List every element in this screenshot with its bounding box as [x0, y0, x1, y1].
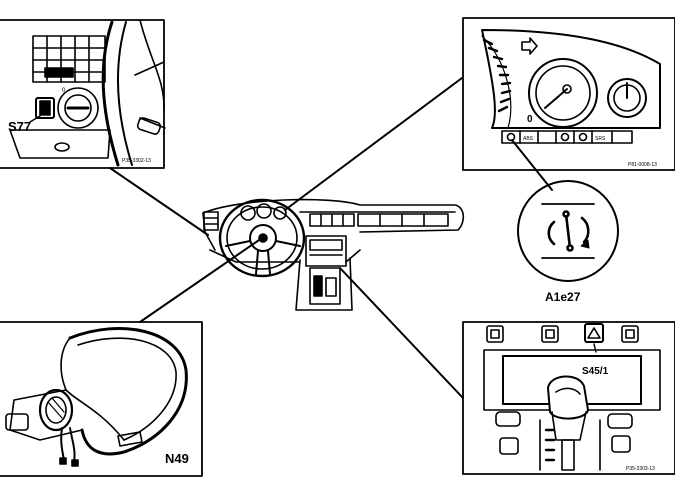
label-s45-1: S45/1	[582, 366, 609, 377]
leader-bottom-right	[339, 267, 464, 399]
leader-top-left	[109, 167, 209, 236]
panel-bottom-left-frame	[0, 321, 203, 477]
panel-top-right: 0 ABS SRS	[462, 17, 675, 171]
air-vent	[32, 35, 106, 83]
figure-ref-top-left: P35-3302-13	[122, 158, 151, 164]
label-s77: S77	[8, 119, 31, 134]
svg-text:0: 0	[62, 88, 66, 94]
switch-s77	[35, 97, 55, 119]
leader-bottom-left	[139, 237, 263, 323]
panel-top-right-frame	[462, 17, 675, 171]
svg-text:SRS: SRS	[595, 136, 606, 142]
panel-top-left: 0	[0, 19, 166, 169]
dashboard-overview	[202, 198, 465, 311]
stop-lamp-symbol-icon	[547, 210, 590, 252]
warning-lamp-strip: ABS SRS	[501, 130, 633, 144]
svg-text:ABS: ABS	[523, 136, 534, 142]
leader-symbol	[511, 139, 553, 191]
panel-bottom-left	[0, 321, 203, 477]
label-n49: N49	[165, 451, 189, 466]
leader-lines	[109, 77, 553, 399]
panel-top-left-frame	[0, 19, 165, 169]
svg-text:0: 0	[527, 114, 533, 125]
panel-bottom-right-frame	[462, 321, 675, 475]
switch-row-top	[486, 323, 639, 343]
symbol-magnifier	[517, 180, 619, 282]
figure-ref-top-right: P81-0008-13	[628, 162, 657, 168]
instrument-cluster-icon	[481, 29, 661, 129]
shift-lever-icon	[547, 375, 589, 471]
light-switch: 0	[57, 87, 99, 129]
hazard-switch-icon	[584, 323, 604, 343]
steering-wheel-icon	[218, 198, 306, 278]
panel-bottom-right	[462, 321, 675, 475]
leader-top-right	[284, 77, 463, 211]
label-a1e27: A1e27	[545, 290, 581, 304]
figure-ref-bottom-right: P35-3303-13	[626, 466, 655, 472]
